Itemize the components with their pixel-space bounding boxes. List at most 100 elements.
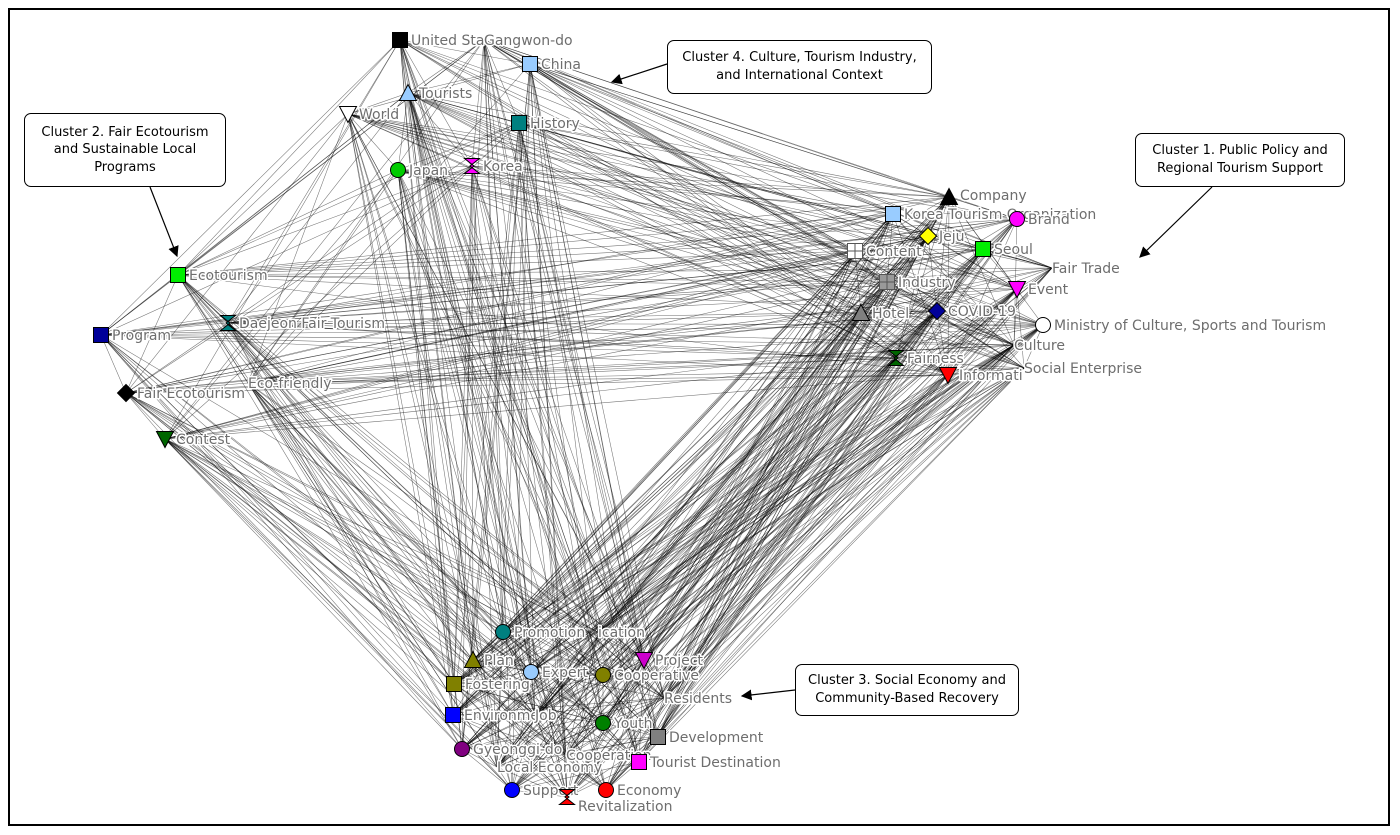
- network-edge: [511, 357, 897, 791]
- network-edge: [534, 697, 665, 716]
- youth-label: Youth: [613, 716, 653, 732]
- korea-tourism-label: Korea Tourism Organization: [904, 207, 1096, 223]
- expert-label-halo: Expert: [542, 665, 588, 681]
- eco-friendly-label-halo: Eco-friendly: [248, 376, 332, 392]
- cooperation-label-halo: Cooperation: [566, 748, 652, 764]
- revitalization-label-halo: Revitalization: [578, 799, 672, 815]
- network-edge: [1016, 288, 1025, 369]
- network-edge: [125, 392, 645, 661]
- network-edge: [518, 122, 950, 198]
- network-edge: [164, 438, 604, 676]
- network-edge: [247, 382, 532, 673]
- ecotourism-marker: [170, 267, 186, 283]
- network-edge: [453, 683, 659, 738]
- network-edge: [502, 374, 949, 633]
- network-edge: [663, 374, 949, 699]
- tourist-destination-marker: [631, 754, 647, 770]
- ministry-marker: [1035, 317, 1051, 333]
- network-edge: [407, 63, 531, 94]
- network-edge: [602, 324, 1044, 676]
- network-edge: [347, 113, 949, 376]
- network-edge: [860, 267, 1053, 314]
- network-edge: [227, 322, 532, 673]
- network-edge: [407, 92, 536, 716]
- network-edge: [100, 310, 938, 336]
- youth-marker: [595, 715, 611, 731]
- covid-marker: [927, 301, 947, 321]
- network-edge: [125, 312, 862, 394]
- network-edge: [461, 748, 513, 791]
- tourists-marker: [398, 83, 418, 101]
- seoul-marker: [975, 241, 991, 257]
- network-edge: [657, 357, 897, 738]
- network-edge: [461, 736, 659, 750]
- network-edge: [502, 631, 604, 676]
- network-edge: [347, 113, 399, 171]
- network-edge: [347, 113, 888, 283]
- cluster3-arrow: [740, 689, 796, 701]
- network-edge: [407, 39, 485, 94]
- network-edge: [461, 722, 604, 750]
- network-edge: [177, 250, 856, 276]
- network-edge: [663, 196, 950, 699]
- network-edge: [100, 39, 401, 336]
- network-edge: [125, 392, 604, 724]
- network-edge: [657, 248, 984, 738]
- world-marker: [338, 106, 358, 124]
- network-edge: [399, 39, 455, 685]
- network-edge: [100, 92, 409, 336]
- network-edge: [247, 382, 536, 716]
- network-edge: [530, 374, 949, 673]
- project-label: Project: [655, 653, 703, 669]
- contest-label-halo: Contest: [176, 432, 231, 448]
- network-edge: [453, 683, 607, 791]
- network-edge: [227, 281, 888, 324]
- network-edge: [566, 310, 938, 798]
- network-edge: [534, 357, 897, 716]
- network-edge: [164, 267, 1053, 440]
- ecotourism-label-halo: Ecotourism: [189, 268, 268, 284]
- network-edge: [125, 196, 950, 394]
- network-edge: [472, 659, 567, 756]
- network-edge: [177, 39, 401, 276]
- network-edges: [100, 39, 1053, 798]
- network-edge: [518, 122, 567, 756]
- network-edge: [663, 312, 862, 699]
- network-edge: [399, 39, 568, 798]
- content-label-halo: Content: [866, 244, 922, 260]
- network-edge: [511, 697, 665, 791]
- network-edge: [461, 196, 950, 750]
- network-edge: [948, 196, 1018, 220]
- tourists-label-halo: Tourists: [418, 86, 472, 102]
- network-edge: [247, 374, 949, 384]
- network-edge: [399, 39, 856, 252]
- network-edge: [247, 248, 984, 384]
- network-edge: [399, 39, 888, 283]
- network-edge: [566, 631, 599, 798]
- network-edge: [483, 39, 862, 314]
- network-edge: [886, 281, 1044, 326]
- daejeon-label-halo: Daejeon Fair Tourism: [239, 316, 385, 332]
- network-edge: [602, 357, 897, 724]
- development-label: Development: [669, 730, 764, 746]
- network-edge: [895, 324, 1044, 359]
- daejeon-marker: [219, 315, 237, 331]
- eco-friendly-label: Eco-friendly: [248, 376, 332, 392]
- network-edge: [177, 267, 1053, 276]
- job-label: Job: [534, 708, 557, 724]
- program-label: Program: [112, 328, 171, 344]
